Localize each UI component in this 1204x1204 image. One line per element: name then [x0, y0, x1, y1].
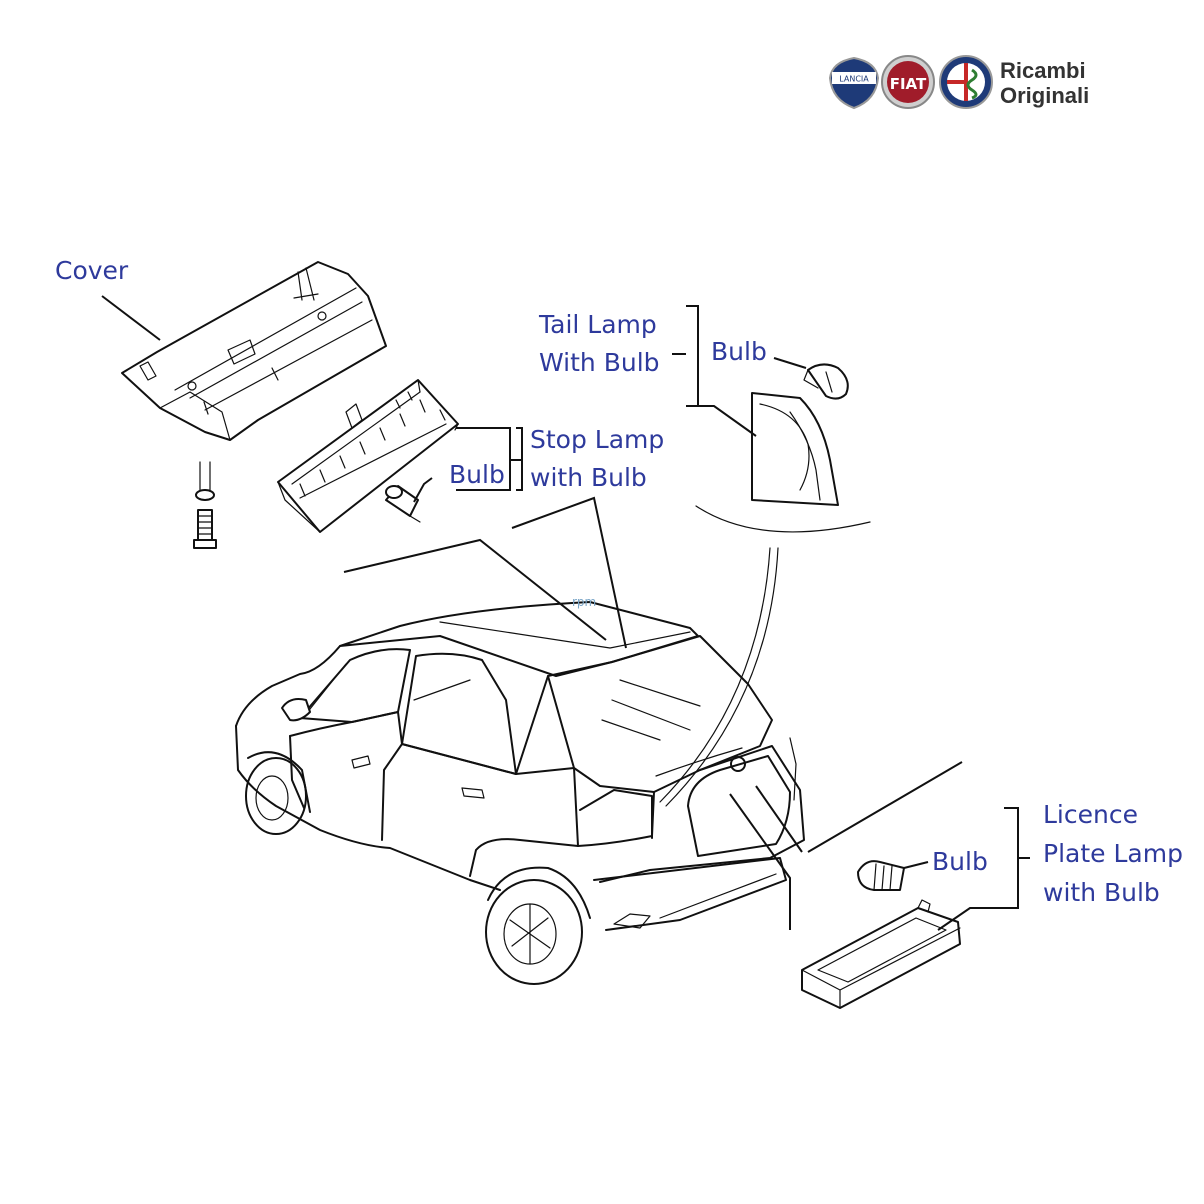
tail-lamp-label-line2: With Bulb: [539, 348, 660, 377]
lancia-logo: LANCIA: [828, 56, 880, 110]
leader-lines: [101, 295, 1030, 931]
stop-lamp-callout-line: [343, 496, 627, 649]
cover-leader-line: [101, 295, 161, 341]
lancia-logo-text: LANCIA: [839, 75, 869, 84]
stop-lamp-bracket: [456, 427, 523, 491]
brand-text-originali: Originali: [1000, 83, 1090, 108]
car-illustration: [235, 601, 805, 985]
stop-lamp-label-line2: with Bulb: [530, 463, 647, 492]
licence-callout-line: [729, 761, 963, 930]
tail-lamp-label-line1: Tail Lamp: [539, 310, 657, 339]
licence-label-line2: Plate Lamp: [1043, 839, 1183, 868]
licence-bulb-leader: [903, 861, 929, 869]
tail-bulb-label: Bulb: [711, 337, 767, 366]
watermark-text: rpm: [572, 595, 596, 609]
licence-lamp-part: [801, 899, 961, 1009]
licence-label-line3: with Bulb: [1043, 878, 1160, 907]
brand-text-ricambi: Ricambi: [1000, 58, 1086, 83]
licence-lamp-bracket: [937, 807, 1030, 931]
tail-bulb-leader: [773, 357, 807, 369]
stop-lamp-part: [277, 379, 459, 533]
fiat-logo: FIAT: [881, 55, 935, 109]
cover-label: Cover: [55, 256, 129, 285]
cover-part: [121, 261, 387, 441]
licence-bulb-label: Bulb: [932, 847, 988, 876]
tail-lamp-bulb: [803, 363, 849, 400]
alfa-romeo-logo: [939, 55, 993, 109]
licence-lamp-bulb: [857, 860, 905, 891]
tail-lamp-callout-line: [659, 547, 779, 807]
licence-label-line1: Licence: [1043, 800, 1138, 829]
stop-bulb-leader: [413, 477, 433, 503]
fiat-logo-text: FIAT: [890, 75, 927, 93]
screw-parts: [193, 461, 217, 549]
tail-lamp-bracket: [672, 305, 757, 437]
tail-lamp-part: [751, 392, 839, 506]
stop-lamp-bulb: [385, 485, 421, 523]
stop-bulb-label: Bulb: [449, 460, 505, 489]
tail-lamp-zoom-arc: [695, 505, 871, 533]
stop-lamp-label-line1: Stop Lamp: [530, 425, 665, 454]
